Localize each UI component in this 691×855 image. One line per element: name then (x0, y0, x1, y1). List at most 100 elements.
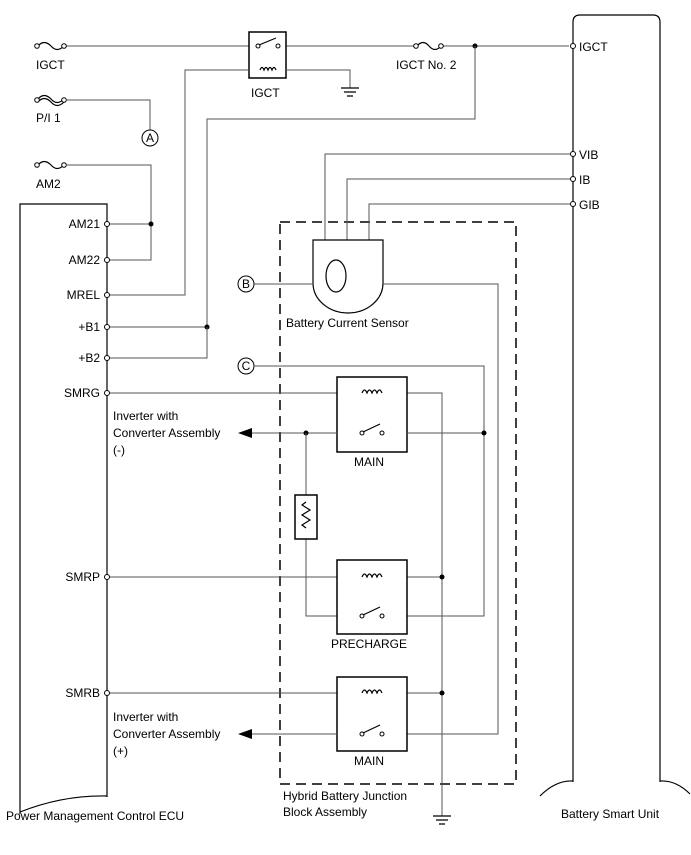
inverter-pos-line2: Converter Assembly (113, 727, 220, 741)
main-pos-relay-label: MAIN (354, 754, 384, 768)
ecu-pin-am21 (104, 221, 110, 227)
b-wire (254, 283, 499, 735)
ecu-pin-smrb-label: SMRB (65, 686, 100, 700)
current-sensor-core-icon (325, 259, 347, 293)
main-neg-switch-icon (362, 423, 381, 433)
precharge-switch-icon (362, 606, 381, 616)
fuse-terminal (34, 97, 40, 103)
ecu-pin-am22 (104, 257, 110, 263)
ecu-pin-mrel (104, 292, 110, 298)
precharge-coil-icon (361, 573, 383, 579)
current-sensor-icon (312, 239, 384, 314)
fuse-am2-icon (37, 160, 65, 170)
fuse-igct-no2-icon (416, 41, 442, 51)
pi1-wire (66, 99, 151, 130)
main-neg-relay-label: MAIN (354, 455, 384, 469)
main-pos-relay-box (336, 676, 408, 752)
smart-unit-name-label: Battery Smart Unit (561, 807, 660, 821)
smart-unit-body-edge (539, 780, 691, 797)
smart-unit-pin-gib (570, 201, 576, 207)
arrow-left-icon (238, 729, 252, 739)
precharge-relay-label: PRECHARGE (331, 637, 407, 651)
ecu-name-label: Power Management Control ECU (6, 809, 184, 823)
junction-block-label-line1: Hybrid Battery Junction (283, 789, 407, 803)
smart-unit-pin-igct-label: IGCT (579, 40, 608, 54)
igct-relay-coil-icon (259, 66, 277, 72)
smart-unit-pin-vib (570, 151, 576, 157)
connector-a-icon (141, 129, 159, 147)
junction-block-outline (279, 221, 517, 785)
ecu-pin-smrp-label: SMRP (65, 570, 100, 584)
ground-icon (433, 815, 451, 825)
main-neg-relay-box (336, 376, 408, 453)
resistor-icon (300, 501, 312, 529)
fuse-igct-label: IGCT (36, 58, 65, 72)
ecu-pin-b2 (104, 355, 110, 361)
inverter-neg-line1: Inverter with (113, 409, 178, 423)
sensor-label: Battery Current Sensor (286, 316, 409, 330)
main-pos-coil-icon (361, 689, 383, 695)
ecu-pin-b2-label: +B2 (78, 351, 100, 365)
ecu-pin-smrg (104, 390, 110, 396)
inverter-neg-line2: Converter Assembly (113, 426, 220, 440)
ib-wire (346, 178, 570, 240)
fuse-terminal (34, 43, 40, 49)
junction-dot (148, 221, 154, 227)
junction-dot (439, 690, 445, 696)
main-neg-coil-icon (361, 389, 383, 395)
fuse-igct-icon (37, 41, 65, 51)
c-wire (254, 365, 485, 617)
smart-unit-pin-ib (570, 176, 576, 182)
relay-contact (275, 43, 281, 49)
relay-ground-wire (286, 69, 351, 88)
inverter-pos-line1: Inverter with (113, 710, 178, 724)
connector-c-label: C (242, 359, 251, 373)
fuse-terminal (438, 43, 444, 49)
fuse-terminal (61, 97, 67, 103)
relay-contact (379, 731, 385, 737)
ecu-pin-b1-label: +B1 (78, 320, 100, 334)
igct-relay-switch-icon (258, 37, 277, 46)
ecu-pin-am22-label: AM22 (69, 253, 101, 267)
smrg-ground-wire (110, 392, 443, 816)
igct-b1-wire (206, 46, 476, 326)
relay-contact (379, 430, 385, 436)
vib-wire (324, 153, 570, 240)
fuse-terminal (61, 162, 67, 168)
ecu-pin-am21-label: AM21 (69, 217, 101, 231)
am2-wire (66, 164, 152, 261)
mrel-wire (110, 69, 249, 296)
ecu-pin-smrb (104, 690, 110, 696)
ecu-pin-smrg-label: SMRG (64, 386, 100, 400)
ecu-body-edge (19, 795, 108, 813)
fuse-pi1-icon (37, 94, 65, 107)
smart-unit-pin-igct (570, 43, 576, 49)
arrow-left-icon (238, 428, 252, 438)
smart-unit-body (572, 14, 661, 782)
fuse-pi1-label: P/I 1 (36, 111, 61, 125)
main-pos-switch-icon (362, 724, 381, 734)
fuse-am2-label: AM2 (36, 177, 61, 191)
inverter-pos-line3: (+) (113, 744, 128, 758)
ground-icon (341, 87, 359, 97)
fuse-terminal (61, 43, 67, 49)
b2-wire (110, 327, 208, 359)
smart-unit-pin-vib-label: VIB (579, 148, 598, 162)
resistor-wire (305, 433, 337, 617)
fuse-terminal (413, 43, 419, 49)
ecu-body (19, 203, 108, 814)
igct-relay-box (248, 31, 287, 79)
connector-b-label: B (242, 277, 250, 291)
connector-a-label: A (146, 131, 154, 145)
relay-contact (379, 613, 385, 619)
junction-dot (439, 574, 445, 580)
smart-unit-pin-ib-label: IB (579, 173, 590, 187)
inverter-neg-line3: (-) (113, 443, 125, 457)
ecu-pin-b1 (104, 324, 110, 330)
smart-unit-pin-gib-label: GIB (579, 198, 600, 212)
ecu-pin-smrp (104, 574, 110, 580)
junction-block-label-line2: Block Assembly (283, 805, 367, 819)
fuse-terminal (34, 162, 40, 168)
fuse-igct-no2-label: IGCT No. 2 (396, 58, 457, 72)
gib-wire (368, 203, 570, 240)
